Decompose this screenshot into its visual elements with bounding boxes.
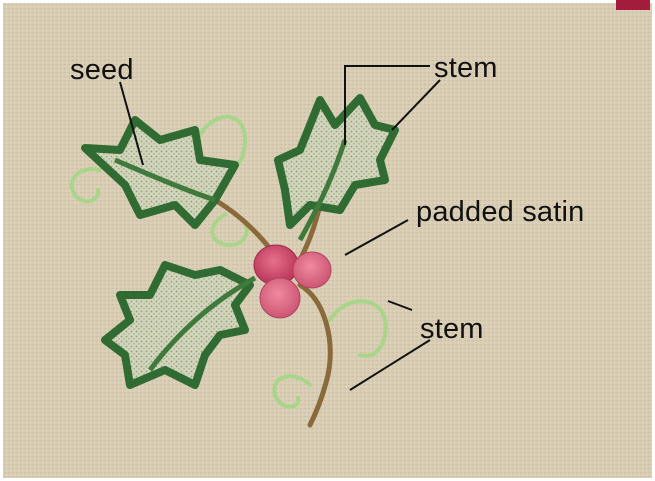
label-padded-satin: padded satin: [416, 198, 585, 227]
corner-badge: [616, 0, 650, 10]
label-stem-bottom: stem: [420, 315, 484, 344]
label-stem-top: stem: [434, 54, 498, 83]
label-seed: seed: [70, 56, 134, 85]
